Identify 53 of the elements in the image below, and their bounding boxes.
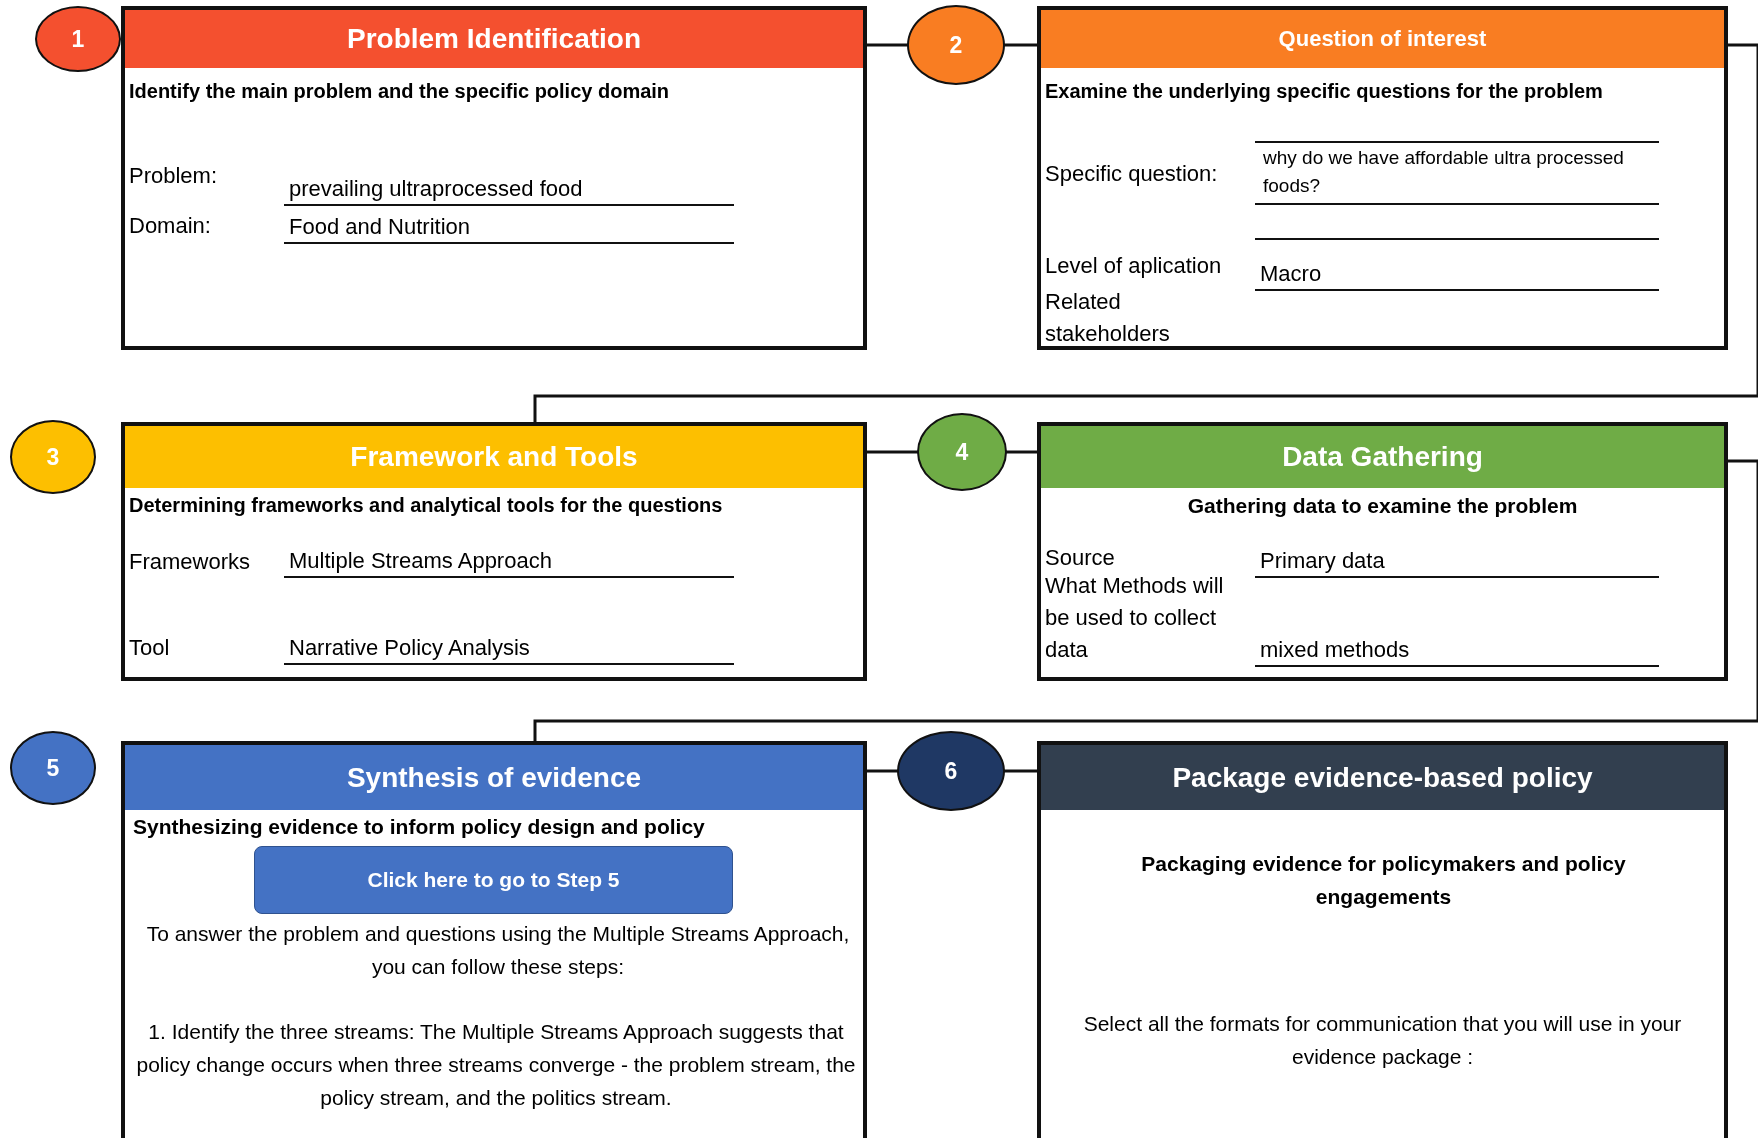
panel-header: Package evidence-based policy [1041,745,1724,810]
step-number: 5 [10,731,96,805]
panel-subtitle: Packaging evidence for policymakers and policy engagements [1140,851,1627,910]
panel-header: Problem Identification [125,10,863,68]
answer-field: why do we have affordable ultra processed foods? [1255,141,1659,205]
answer-field: Macro [1255,250,1659,291]
field-label: Domain: [129,212,212,240]
step-panel [1037,422,1728,681]
answer-field: prevailing ultraprocessed food [284,160,734,206]
step-number: 2 [907,5,1005,85]
connector-line [533,459,1758,741]
connector-line [866,43,908,47]
panel-subtitle: Gathering data to examine the problem [1186,494,1579,519]
step-panel [121,422,867,681]
step-panel [121,6,867,350]
step-number: 1 [35,6,121,72]
step-panel [121,741,867,1138]
instruction-text: To answer the problem and questions using the Multiple Streams Approach, you can follow these steps: [145,921,851,980]
answer-field: Narrative Policy Analysis [284,631,734,665]
step-number: 4 [917,413,1007,491]
step-number: 6 [897,731,1005,811]
step-number: 3 [10,420,96,494]
field-label: Frameworks [129,548,251,576]
instruction-text: Select all the formats for communication that you will use in your evidence package : [1082,1011,1683,1070]
panel-header: Synthesis of evidence [125,745,863,810]
field-label: Source [1045,544,1116,572]
step-link-button: Click here to go to Step 5 [254,846,733,914]
step-panel [1037,741,1728,1138]
panel-header: Data Gathering [1041,426,1724,488]
answer-field: Food and Nutrition [284,210,734,244]
panel-header: Framework and Tools [125,426,863,488]
connector-line [1004,769,1038,773]
answer-field: Primary data [1255,542,1659,578]
connector-line [533,43,1758,422]
answer-field: Multiple Streams Approach [284,544,734,578]
panel-subtitle: Determining frameworks and analytical tools for the questions [129,494,724,518]
connector-line [1004,43,1038,47]
field-label: Tool [129,634,171,662]
field-label: Level of aplication [1045,252,1223,280]
connector-line [866,769,898,773]
connector-line [866,450,918,454]
step-panel [1037,6,1728,350]
field-label: Related stakeholders [1045,288,1171,346]
field-label: What Methods will be used to collect data [1045,572,1225,664]
field-label: Specific question: [1045,160,1219,188]
connector-line [1006,450,1038,454]
panel-subtitle: Examine the underlying specific questions for the problem [1045,80,1604,104]
instruction-text: 1. Identify the three streams: The Multiple Streams Approach suggests that policy change occurs when three streams converge - the problem stream, the policy stream, and the politics stream. [135,1019,857,1111]
panel-subtitle: Identify the main problem and the specific policy domain [129,80,671,104]
panel-header: Question of interest [1041,10,1724,68]
field-label: Problem: [129,162,219,190]
answer-field: mixed methods [1255,631,1659,667]
panel-subtitle: Synthesizing evidence to inform policy design and policy [133,815,706,840]
